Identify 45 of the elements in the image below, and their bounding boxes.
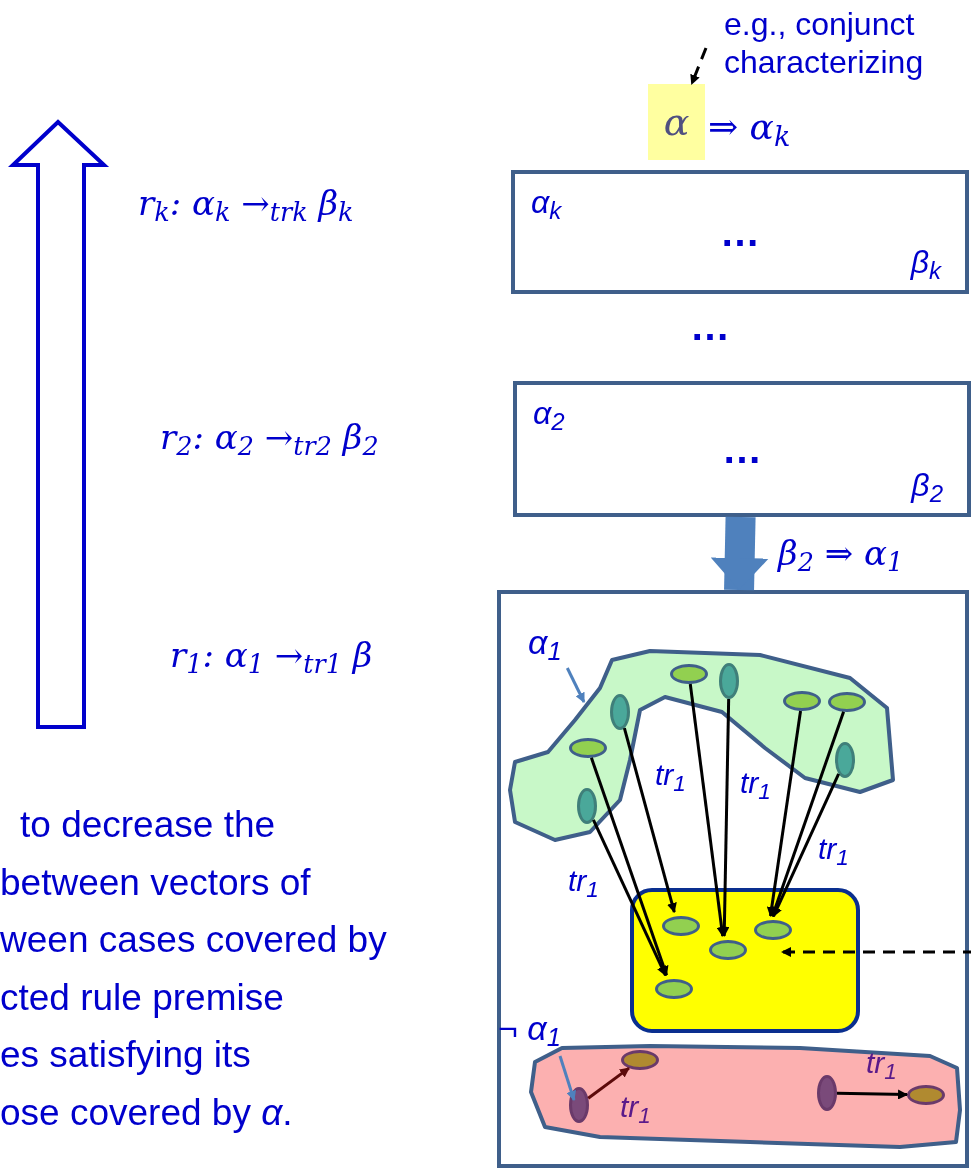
body-text: to decrease the [20, 803, 276, 847]
body-text: cted rule premise [0, 976, 284, 1020]
arrow [772, 773, 840, 918]
arrow [770, 711, 845, 918]
block-arrow [710, 516, 769, 591]
transformation-label: tr$_{1}$ [655, 757, 686, 797]
rule-formula: r$_{k}$: α$_{k}$ →$_{tr}$$_{k}$ β$_{k}$ [138, 182, 354, 229]
case-ellipse [662, 916, 700, 936]
implication-text: ⇒ α$_{k}$ [708, 105, 791, 154]
body-text: ween cases covered by [0, 918, 387, 962]
transformation-label: tr$_{1}$ [620, 1089, 651, 1129]
rule-formula: r$_{2}$: α$_{2}$ →$_{tr}$$_{2}$ β$_{2}$ [160, 416, 379, 463]
arrow [592, 819, 667, 977]
ellipsis: … [690, 303, 730, 350]
dashed-arrow [690, 47, 708, 85]
arrow [836, 1089, 908, 1100]
symbol-label: α$_{k}$ [531, 183, 562, 226]
case-space-box [497, 590, 969, 1168]
body-text: ose covered by α. [0, 1091, 293, 1135]
highlighted-symbol: α [648, 84, 705, 160]
body-text: between vectors of [0, 861, 311, 905]
leader-arrow [565, 667, 586, 703]
leader-arrow [558, 1055, 577, 1101]
transformation-label: tr$_{1}$ [740, 765, 771, 805]
rule-formula: r$_{1}$: α$_{1}$ →$_{tr}$$_{1}$ β [170, 634, 373, 681]
annotation-text: e.g., conjunct characterizing [724, 5, 925, 81]
arrow [622, 727, 677, 914]
case-ellipse [709, 940, 747, 960]
case-ellipse [754, 920, 792, 940]
arrow [766, 710, 803, 917]
transformation-label: tr$_{1}$ [818, 831, 849, 871]
dashed-arrow [781, 947, 971, 957]
target-region [630, 888, 860, 1033]
case-ellipse [655, 979, 693, 999]
symbol-label: α$_{2}$ [533, 394, 565, 437]
transformation-label: tr$_{1}$ [568, 863, 599, 903]
ellipsis: … [720, 209, 760, 256]
symbol-label: β$_{k}$ [910, 243, 941, 286]
region-label: α$_{1}$ [528, 622, 563, 662]
ellipsis: … [722, 426, 762, 473]
transformation-label: tr$_{1}$ [866, 1045, 897, 1085]
symbol-label: β$_{2}$ [911, 466, 943, 509]
body-text: es satisfying its [0, 1033, 251, 1077]
arrow [590, 757, 669, 977]
arrow [587, 1066, 630, 1100]
